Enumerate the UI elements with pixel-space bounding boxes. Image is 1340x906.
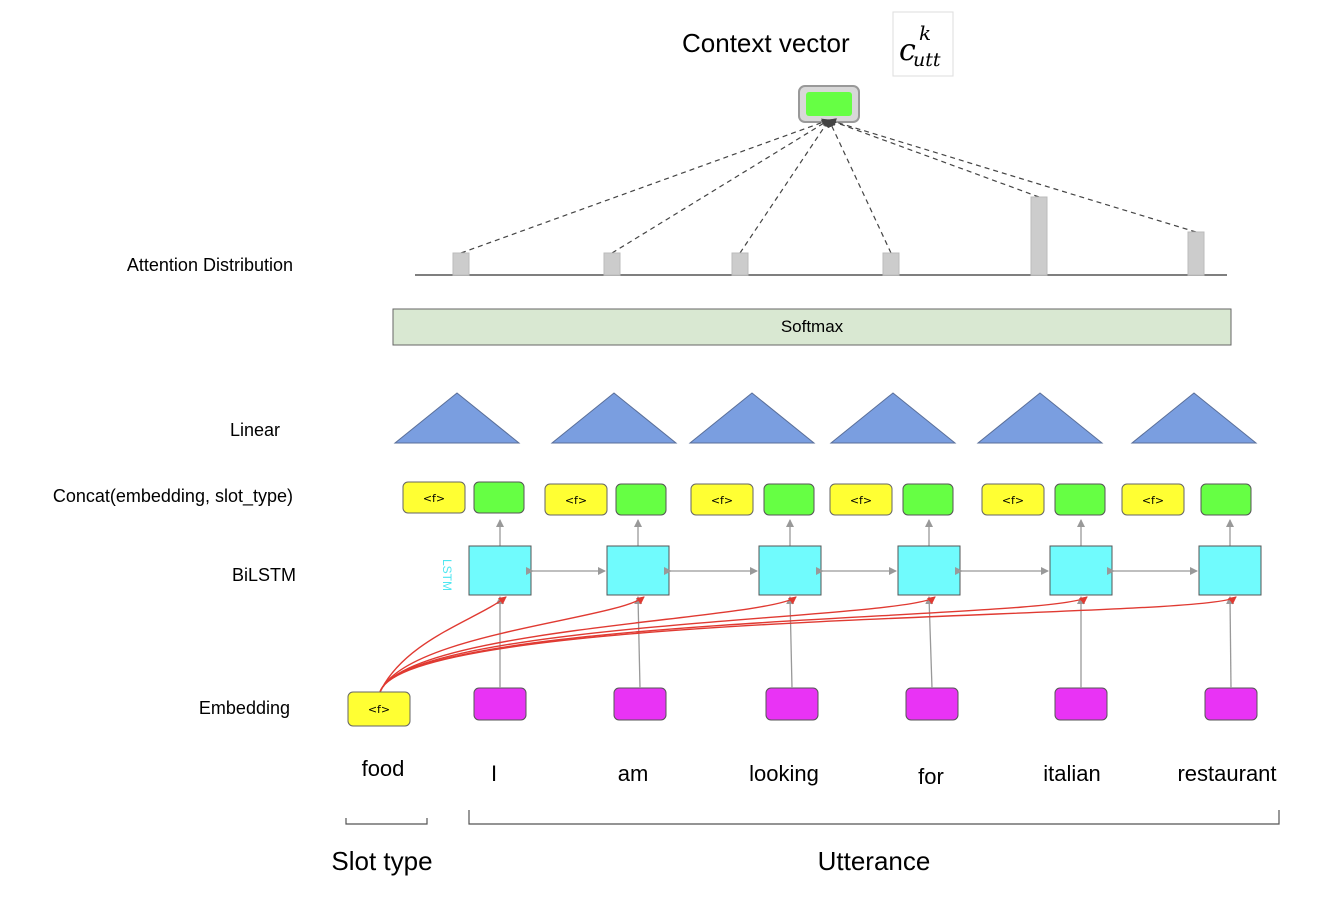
- formula-superscript: k: [919, 21, 931, 45]
- token-column: <f> am: [544, 392, 678, 786]
- linear-triangle: [1130, 392, 1258, 444]
- lstm-side-label: LSTM: [440, 559, 454, 591]
- formula-base: c: [899, 33, 916, 68]
- attention-dashed-line: [828, 119, 892, 254]
- token-column: <f> I: [393, 392, 532, 786]
- embedding-input-arrow: [1226, 596, 1235, 689]
- attention-bar: [882, 252, 900, 276]
- attention-dashed-line: [739, 119, 830, 254]
- lstm-cell: [606, 545, 670, 596]
- linear-triangle: [393, 392, 521, 444]
- formula-box: [892, 11, 954, 77]
- concat-slot-tag-label: <f>: [1142, 494, 1164, 507]
- concat-slot-tag-label: <f>: [423, 492, 445, 505]
- formula-subscript: utt: [913, 49, 941, 71]
- linear-triangle: [976, 392, 1104, 444]
- linear-triangle: [829, 392, 957, 444]
- concat-hidden-state: [615, 483, 667, 516]
- concat-hidden-state: [1054, 483, 1106, 516]
- slot-type-arrow: [379, 596, 1237, 693]
- concat-hidden-state: [902, 483, 954, 516]
- attention-bar: [603, 252, 621, 276]
- attention-dashed-line: [828, 118, 1197, 233]
- row-label-concat: Concat(embedding, slot_type): [53, 486, 293, 507]
- attention-bars: [452, 196, 1205, 276]
- slot-type-arrow: [379, 596, 797, 693]
- attention-dashed-line: [611, 119, 830, 254]
- attention-connections: [460, 118, 1197, 254]
- concat-slot-tag-label: <f>: [711, 494, 733, 507]
- concat-hidden-state: [1200, 483, 1252, 516]
- token-column: <f> for: [829, 392, 961, 789]
- attention-dashed-line: [828, 118, 1040, 198]
- context-vector-formula: c k utt: [892, 11, 954, 77]
- concat-slot-tag: [1121, 483, 1185, 516]
- lstm-cell: [1049, 545, 1113, 596]
- token-column: <f> restaurant: [1121, 392, 1277, 786]
- linear-triangle: [550, 392, 678, 444]
- utterance-word: looking: [749, 761, 819, 786]
- concat-slot-tag-label: <f>: [850, 494, 872, 507]
- slot-type-label: Slot type: [331, 846, 432, 876]
- utterance-word: am: [618, 761, 649, 786]
- utterance-label: Utterance: [818, 846, 931, 876]
- concat-hidden-state: [763, 483, 815, 516]
- token-columns: <f> I <f> am <f> looking <f> for <f> italian <f> re…: [393, 392, 1277, 789]
- utterance-word: italian: [1043, 761, 1100, 786]
- concat-slot-tag: [829, 483, 893, 516]
- utterance-word: restaurant: [1177, 761, 1276, 786]
- concat-slot-tag-label: <f>: [1002, 494, 1024, 507]
- slot-embedding-tag: <f>: [368, 703, 390, 716]
- attention-bar: [1187, 231, 1205, 276]
- word-embedding: [905, 687, 959, 721]
- word-embedding: [473, 687, 527, 721]
- diagram-title: Context vector: [682, 28, 850, 58]
- slot-embedding: [347, 691, 411, 727]
- word-embedding: [1054, 687, 1108, 721]
- concat-hidden-state: [473, 481, 525, 514]
- concat-slot-tag-label: <f>: [565, 494, 587, 507]
- word-embedding: [1204, 687, 1258, 721]
- context-vector-node: [806, 92, 852, 116]
- word-embedding: [613, 687, 667, 721]
- embedding-input-arrow: [925, 596, 934, 689]
- linear-triangle: [688, 392, 816, 444]
- token-column: <f> italian: [976, 392, 1113, 786]
- embedding-input-arrow: [634, 596, 643, 689]
- concat-slot-tag: [402, 481, 466, 514]
- embedding-input-arrow: [786, 596, 795, 689]
- utterance-bracket: [468, 810, 1280, 825]
- utterance-word: for: [918, 764, 944, 789]
- slot-word: food: [362, 756, 405, 781]
- slot-type-arrow: [379, 596, 936, 693]
- row-label-embedding: Embedding: [199, 698, 290, 718]
- lstm-cell: [897, 545, 961, 596]
- token-column: <f> looking: [688, 392, 822, 786]
- lstm-cell: [468, 545, 532, 596]
- slot-type-arrow: [379, 596, 645, 693]
- attention-bar: [1030, 196, 1048, 276]
- attention-dashed-line: [460, 118, 830, 254]
- row-label-linear: Linear: [230, 420, 280, 440]
- softmax-label: Softmax: [781, 317, 844, 336]
- slot-bracket: [345, 818, 428, 825]
- word-embedding: [765, 687, 819, 721]
- concat-slot-tag: [981, 483, 1045, 516]
- utterance-word: I: [491, 761, 497, 786]
- attention-bar: [731, 252, 749, 276]
- concat-slot-tag: [544, 483, 608, 516]
- row-label-bilstm: BiLSTM: [232, 565, 296, 585]
- lstm-cell: [1198, 545, 1262, 596]
- concat-slot-tag: [690, 483, 754, 516]
- lstm-cell: [758, 545, 822, 596]
- slot-type-arrow: [379, 596, 507, 693]
- slot-type-connections: [379, 596, 1237, 693]
- attention-bar: [452, 252, 470, 276]
- row-label-attention: Attention Distribution: [127, 255, 293, 275]
- softmax-layer: [392, 308, 1232, 346]
